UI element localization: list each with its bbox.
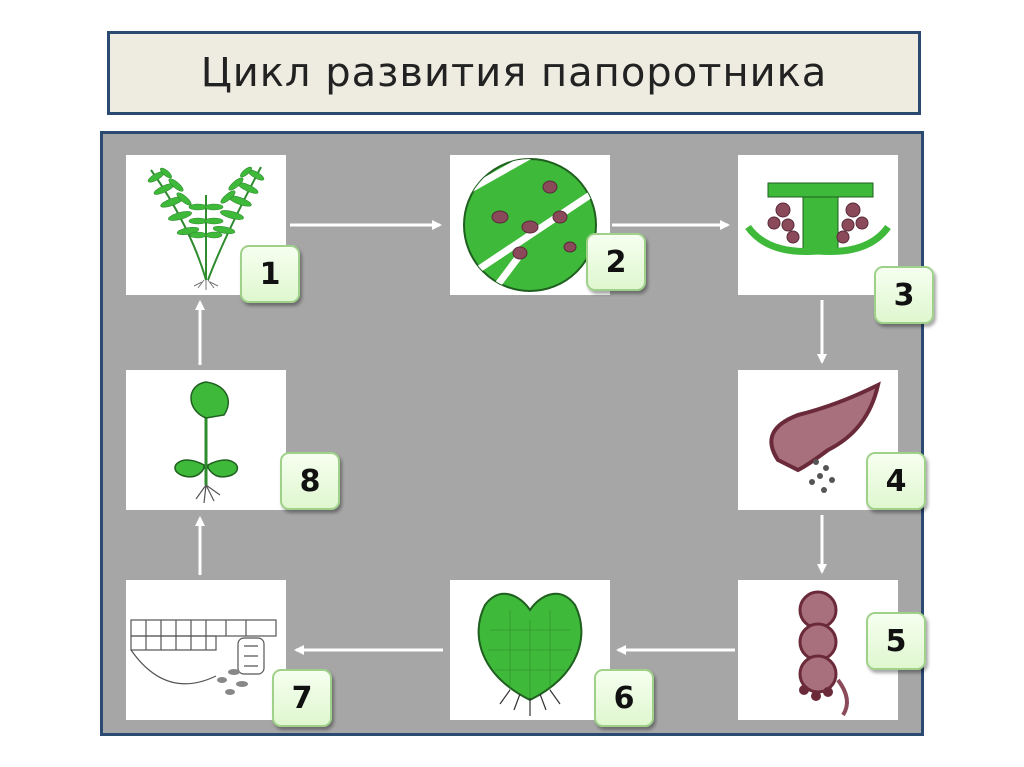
stage-6-image — [450, 580, 610, 720]
stage-1-image — [126, 155, 286, 295]
stage-4-badge: 4 — [866, 452, 926, 510]
stage-7-image — [126, 580, 286, 720]
fern-sporophyte-icon — [147, 166, 265, 290]
stage-7-badge: 7 — [272, 669, 332, 727]
germinating-spore-icon — [798, 590, 849, 717]
stage-5-badge: 5 — [866, 612, 926, 670]
page-title: Цикл развития папоротника — [200, 50, 828, 96]
sporangium-releasing-spores-icon — [769, 381, 881, 493]
prothallus-icon — [477, 592, 583, 716]
stage-4-image — [738, 370, 898, 510]
stage-3-image — [738, 155, 898, 295]
stage-3-badge: 3 — [874, 266, 934, 324]
stage-8-badge: 8 — [280, 452, 340, 510]
sporangia-section-icon — [745, 182, 891, 255]
gametangia-section-icon — [130, 619, 277, 695]
stage-1-badge: 1 — [240, 245, 300, 303]
stage-2-badge: 2 — [586, 233, 646, 291]
young-sporophyte-icon — [174, 381, 239, 504]
stage-6-badge: 6 — [594, 669, 654, 727]
stage-2-image — [450, 155, 610, 295]
title-box: Цикл развития папоротника — [107, 31, 921, 115]
leaf-sori-icon — [463, 158, 597, 292]
stage-8-image — [126, 370, 286, 510]
